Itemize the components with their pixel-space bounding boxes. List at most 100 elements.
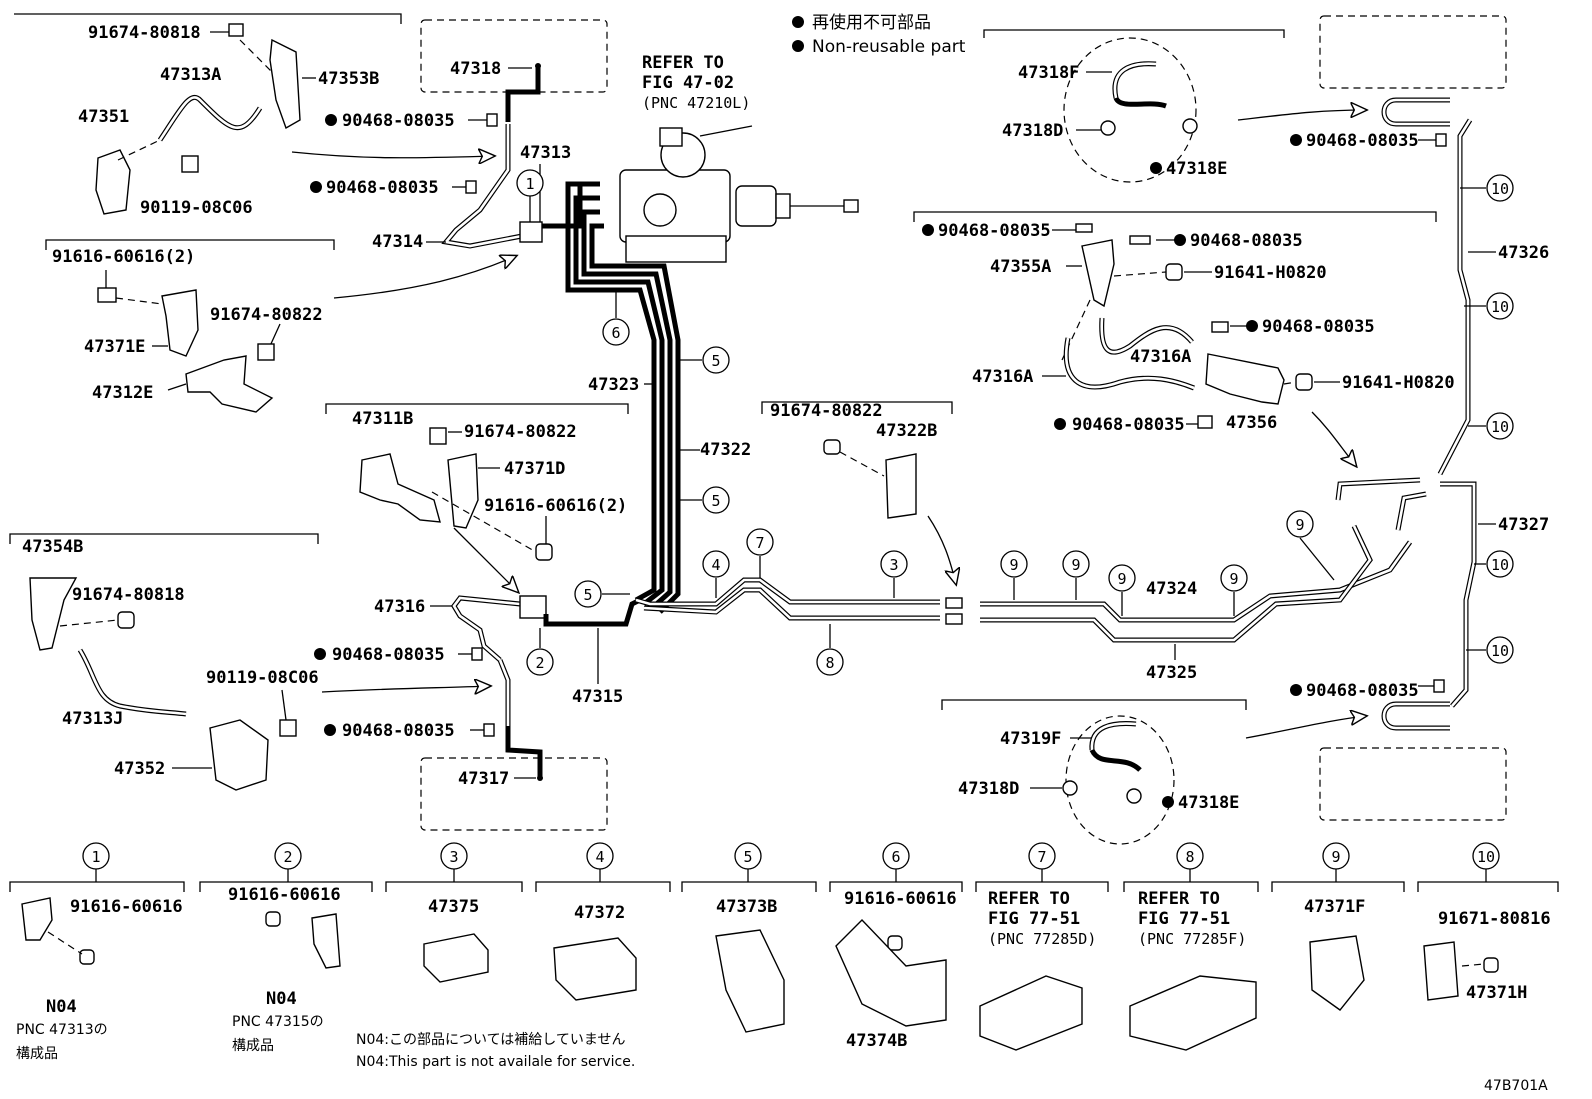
svg-text:2: 2 xyxy=(535,654,544,672)
label-47317: 47317 xyxy=(458,769,509,789)
refer-line3: (PNC 47210L) xyxy=(642,94,750,112)
valve-47311B-icon xyxy=(359,453,441,523)
group-47318F: 47318F 47318D 47318E xyxy=(983,29,1366,183)
legend: 再使用不可部品 Non-reusable part xyxy=(792,12,966,57)
callout-10e: 10 xyxy=(1466,636,1514,664)
box-47317: 47317 xyxy=(420,744,608,831)
label-47318F: 47318F xyxy=(1018,63,1079,83)
bracket-47355A-icon xyxy=(1081,239,1115,308)
note-label: PNC 47313の xyxy=(16,1022,108,1038)
label-47351: 47351 xyxy=(78,107,129,127)
bottom-item-7: 7 REFER TO FIG 77-51 (PNC 77285D) xyxy=(975,842,1109,1051)
label-91641-H0820: 91641-H0820 xyxy=(1342,373,1455,393)
group-47316: 47316 90468-08035 90468-08035 47315 xyxy=(314,595,642,744)
svg-text:5: 5 xyxy=(743,848,752,866)
bracket-47353B-icon xyxy=(269,38,301,130)
label-47325: 47325 xyxy=(1146,663,1197,683)
bolt-icon xyxy=(181,155,199,173)
label-90468-08035: 90468-08035 xyxy=(1306,681,1419,701)
code-label: N04 xyxy=(266,989,297,1009)
junction-block-icon xyxy=(519,221,543,243)
label-47315: 47315 xyxy=(572,687,623,707)
label-90468-08035: 90468-08035 xyxy=(938,221,1051,241)
label-47318E: 47318E xyxy=(1166,159,1227,179)
callout-1: 1 xyxy=(516,169,544,222)
svg-text:8: 8 xyxy=(1185,848,1194,866)
svg-text:5: 5 xyxy=(711,352,720,370)
callout-3: 3 xyxy=(880,550,908,598)
refer-label: (PNC 77285D) xyxy=(988,930,1096,948)
bottom-item-6: 6 91616-60616 47374B xyxy=(829,842,963,1051)
callout-10c: 10 xyxy=(1468,412,1514,440)
part-label: 47371F xyxy=(1304,897,1365,917)
svg-text:10: 10 xyxy=(1477,848,1495,866)
footnote-en: N04:This part is not availale for servic… xyxy=(356,1054,635,1070)
label-47326: 47326 xyxy=(1498,243,1549,263)
part-label: 91616-60616 xyxy=(228,885,341,905)
svg-text:7: 7 xyxy=(755,534,764,552)
footnote: N04:この部品については補給していません N04:This part is n… xyxy=(356,1032,1548,1094)
part-label: 47374B xyxy=(846,1031,907,1051)
label-47352: 47352 xyxy=(114,759,165,779)
junction-block-icon xyxy=(519,595,547,619)
pointer-arrow xyxy=(291,152,494,158)
label-90468-08035: 90468-08035 xyxy=(326,178,439,198)
pointer-arrow xyxy=(321,686,490,692)
label-47356: 47356 xyxy=(1226,413,1277,433)
label-90468-08035: 90468-08035 xyxy=(332,645,445,665)
svg-text:3: 3 xyxy=(889,556,898,574)
label-91674-80822: 91674-80822 xyxy=(210,305,323,325)
label-90119-08C06: 90119-08C06 xyxy=(206,668,319,688)
clamp-icon xyxy=(1129,975,1257,1051)
svg-text:9: 9 xyxy=(1295,516,1304,534)
label-47313A: 47313A xyxy=(160,65,221,85)
callout-10b: 10 xyxy=(1464,292,1514,320)
pointer-arrow xyxy=(333,256,516,299)
bracket-47371D-icon xyxy=(447,453,479,529)
valve-47312E-icon xyxy=(185,355,274,413)
callout-2: 2 xyxy=(526,628,554,676)
callout-7: 7 xyxy=(746,528,774,578)
svg-text:5: 5 xyxy=(711,492,720,510)
callout-5b: 5 xyxy=(680,486,730,514)
label-47318D: 47318D xyxy=(1002,121,1063,141)
label-90468-08035: 90468-08035 xyxy=(342,721,455,741)
bracket-47356-icon xyxy=(1205,353,1285,405)
group-47354B: 47354B 91674-80818 47313J 90119-08C06 47… xyxy=(9,533,490,791)
label-90468-08035: 90468-08035 xyxy=(1190,231,1303,251)
svg-text:7: 7 xyxy=(1037,848,1046,866)
svg-text:4: 4 xyxy=(595,848,604,866)
bottom-item-9: 9 47371F xyxy=(1271,842,1405,1011)
callout-4: 4 xyxy=(702,550,730,598)
svg-text:10: 10 xyxy=(1491,418,1509,436)
svg-text:9: 9 xyxy=(1009,556,1018,574)
pointer-arrow xyxy=(1311,411,1356,466)
clamp-icon xyxy=(423,933,489,983)
bottom-item-5: 5 47373B xyxy=(681,842,817,1033)
pointer-arrow xyxy=(1237,110,1366,121)
refer-label: REFER TO xyxy=(988,889,1070,909)
label-47318D: 47318D xyxy=(958,779,1019,799)
clamp-icon xyxy=(1309,935,1365,1011)
note-label: 構成品 xyxy=(16,1046,58,1062)
svg-text:5: 5 xyxy=(583,586,592,604)
svg-text:10: 10 xyxy=(1491,556,1509,574)
label-90468-08035: 90468-08035 xyxy=(1262,317,1375,337)
bottom-item-8: 8 REFER TO FIG 77-51 (PNC 77285F) xyxy=(1123,842,1259,1051)
valve-47351-icon xyxy=(95,149,131,215)
callout-8: 8 xyxy=(816,624,844,676)
part-label: 47371H xyxy=(1466,983,1527,1003)
label-91616-60616-2: 91616-60616(2) xyxy=(52,247,195,267)
group-47371E: 91616-60616(2) 91674-80822 47371E 47312E xyxy=(45,239,516,413)
callout-9b: 9 xyxy=(1062,550,1090,600)
callouts: 1 2 6 5 5 5 4 7 8 3 9 9 9 9 9 10 10 10 1… xyxy=(516,169,1514,676)
svg-text:6: 6 xyxy=(611,324,620,342)
label-47316A: 47316A xyxy=(1130,347,1191,367)
callout-9a: 9 xyxy=(1000,550,1028,600)
clamp-icon xyxy=(835,918,947,1027)
legend-jp: 再使用不可部品 xyxy=(812,12,931,33)
clamp-47322B-icon xyxy=(885,453,917,519)
note-label: 構成品 xyxy=(232,1038,274,1054)
label-47318: 47318 xyxy=(450,59,501,79)
